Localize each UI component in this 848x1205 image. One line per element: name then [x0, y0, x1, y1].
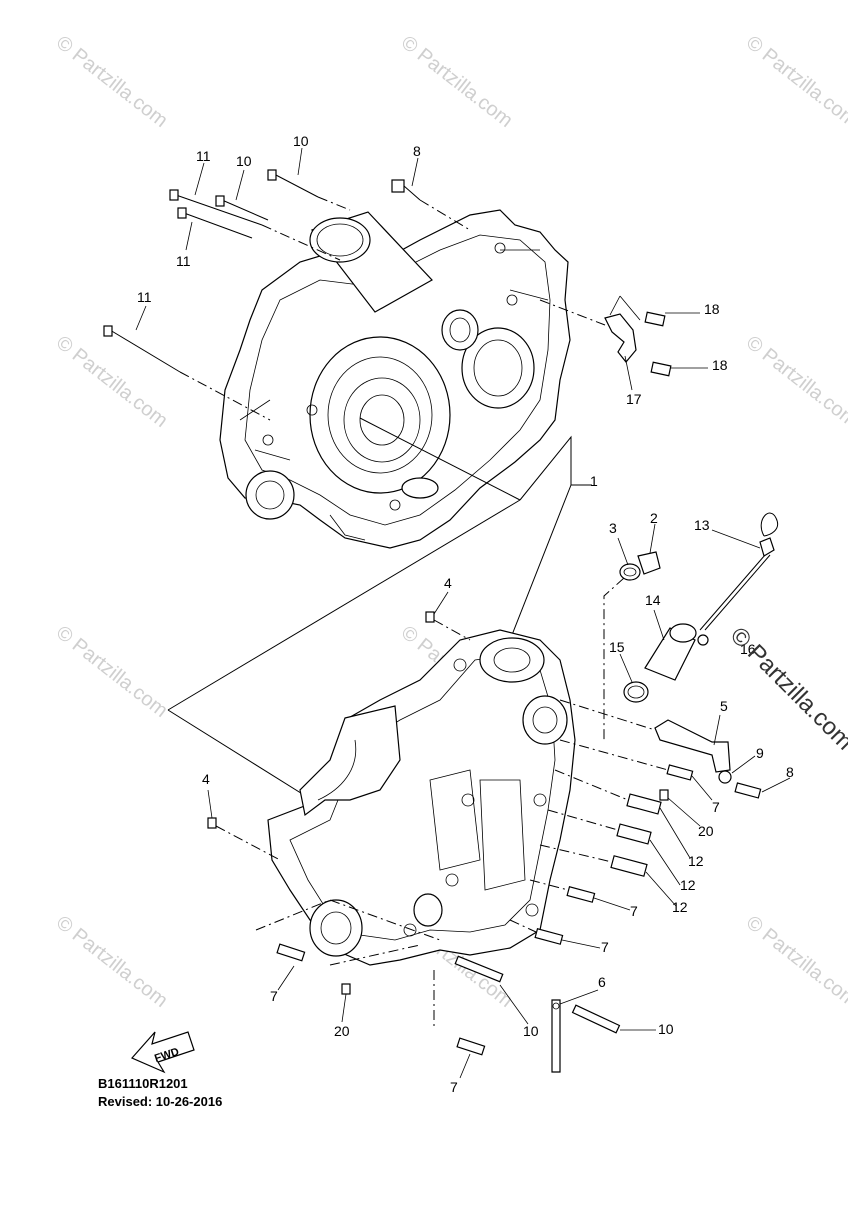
crankcase-upper	[219, 209, 571, 549]
crankcase-bolts-lower	[207, 611, 694, 1073]
callout-label: 7	[712, 799, 720, 815]
watermark: © Partzilla.com	[397, 32, 517, 132]
callout-label: 10	[293, 133, 309, 149]
watermark: © Partzilla.com	[52, 332, 172, 432]
revision-date: Revised: 10-26-2016	[98, 1094, 223, 1109]
callout-label: 11	[176, 253, 191, 269]
callout-labels: 10 11 10 8 11 11 18 18 17 1 3 2 13 4 14 …	[137, 133, 794, 1095]
callout-label: 10	[236, 153, 252, 169]
fwd-arrow: FWD	[131, 1031, 195, 1074]
watermark: © Partzilla.com	[52, 912, 172, 1012]
watermark: © Partzilla.com	[52, 622, 172, 722]
callout-label: 12	[680, 877, 696, 893]
callout-label: 3	[609, 520, 617, 536]
drawing-code: B161110R1201	[98, 1076, 188, 1091]
callout-label: 8	[413, 143, 421, 159]
callout-label: 18	[712, 357, 728, 373]
callout-label: 18	[704, 301, 720, 317]
callout-label: 6	[598, 974, 606, 990]
crankcase-lower	[267, 629, 576, 966]
callout-label: 10	[658, 1021, 674, 1037]
callout-label: 10	[523, 1023, 539, 1039]
callout-label: 9	[756, 745, 764, 761]
assembly-leader-1	[167, 417, 592, 806]
callout-label: 11	[137, 289, 152, 305]
callout-label: 1	[590, 473, 598, 489]
callout-label: 7	[630, 903, 638, 919]
callout-label: 12	[672, 899, 688, 915]
callout-label: 7	[450, 1079, 458, 1095]
callout-label: 4	[202, 771, 210, 787]
callout-label: 20	[698, 823, 714, 839]
callout-label: 16	[740, 641, 756, 657]
callout-label: 13	[694, 517, 710, 533]
callout-label: 4	[444, 575, 452, 591]
callout-label: 2	[650, 510, 658, 526]
crankcase-bolts-upper	[103, 169, 471, 421]
callout-label: 12	[688, 853, 704, 869]
watermark: © Partzilla.com	[742, 332, 848, 432]
callout-label: 5	[720, 698, 728, 714]
bracket-17-and-bolts-18	[539, 295, 672, 377]
leader-lines	[135, 147, 791, 1079]
callout-label: 11	[196, 148, 211, 164]
watermark: © Partzilla.com	[742, 912, 848, 1012]
callout-label: 7	[601, 939, 609, 955]
watermark: © Partzilla.com	[52, 32, 172, 132]
callout-label: 7	[270, 988, 278, 1004]
callout-label: 8	[786, 764, 794, 780]
callout-label: 15	[609, 639, 625, 655]
watermark: © Partzilla.com	[742, 32, 848, 132]
callout-label: 20	[334, 1023, 350, 1039]
callout-label: 17	[626, 391, 642, 407]
callout-label: 14	[645, 592, 661, 608]
dipstick-and-fittings	[559, 512, 778, 799]
